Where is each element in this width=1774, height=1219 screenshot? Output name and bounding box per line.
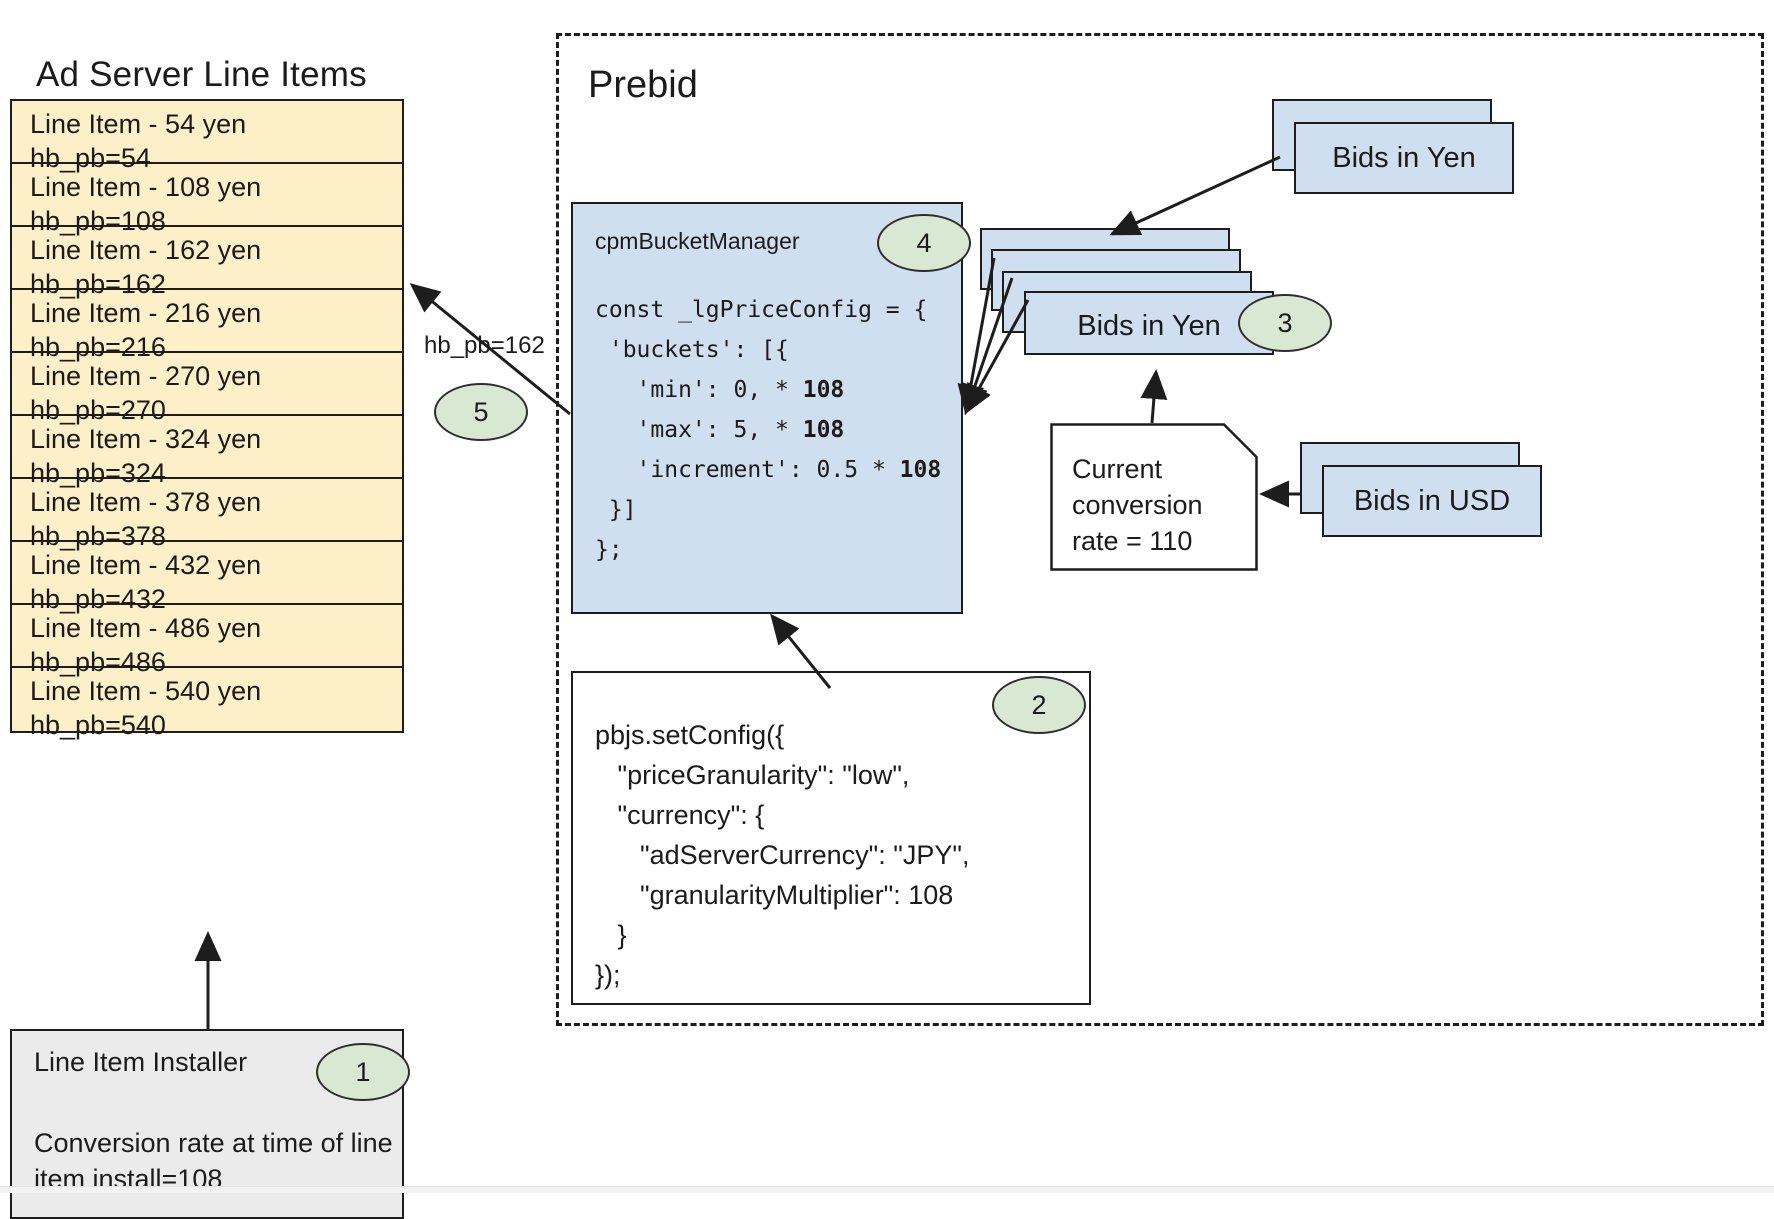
table-row: Line Item - 432 yen hb_pb=432: [12, 542, 402, 614]
step-badge-2: 2: [992, 676, 1086, 734]
table-row: Line Item - 378 yen hb_pb=378: [12, 479, 402, 551]
cpm-bucket-manager-box: cpmBucketManager const _lgPriceConfig = …: [571, 202, 963, 614]
table-row: Line Item - 540 yen hb_pb=540: [12, 668, 402, 740]
code-line: 'buckets': [{: [595, 337, 789, 363]
table-row: Line Item - 324 yen hb_pb=324: [12, 416, 402, 488]
bids-in-yen-stack: Bids in Yen: [980, 228, 1274, 356]
bid-card: [1322, 465, 1542, 537]
line-item-key: hb_pb=270: [30, 395, 166, 425]
set-config-box: pbjs.setConfig({ "priceGranularity": "lo…: [571, 671, 1091, 1005]
line-item-name: Line Item - 540 yen: [30, 676, 262, 706]
step-badge-1: 1: [316, 1043, 410, 1101]
table-row: Line Item - 54 yen hb_pb=54: [12, 101, 402, 173]
page-bottom-edge: [0, 1186, 1774, 1193]
code-line: 'increment': 0.5 *: [595, 457, 900, 483]
line-item-key: hb_pb=54: [30, 143, 151, 173]
bids-in-yen-source-stack: Bids in Yen: [1272, 99, 1522, 195]
installer-title: Line Item Installer: [34, 1047, 248, 1077]
line-item-key: hb_pb=216: [30, 332, 166, 362]
table-row: Line Item - 270 yen hb_pb=270: [12, 353, 402, 425]
set-config-code: pbjs.setConfig({ "priceGranularity": "lo…: [595, 720, 970, 990]
bids-in-usd-label: Bids in USD: [1353, 485, 1511, 517]
line-item-name: Line Item - 378 yen: [30, 487, 262, 517]
cpm-bucket-manager-title: cpmBucketManager: [595, 228, 800, 254]
line-item-name: Line Item - 108 yen: [30, 172, 262, 202]
line-item-name: Line Item - 324 yen: [30, 424, 262, 454]
cpm-bucket-manager-code: const _lgPriceConfig = { 'buckets': [{ '…: [595, 290, 941, 570]
line-item-name: Line Item - 216 yen: [30, 298, 262, 328]
line-item-name: Line Item - 486 yen: [30, 613, 262, 643]
line-item-key: hb_pb=378: [30, 521, 166, 551]
line-item-name: Line Item - 432 yen: [30, 550, 262, 580]
table-row: Line Item - 108 yen hb_pb=108: [12, 164, 402, 236]
line-item-key: hb_pb=324: [30, 458, 166, 488]
line-item-name: Line Item - 270 yen: [30, 361, 262, 391]
conversion-rate-note: Current conversion rate = 110: [1050, 423, 1258, 571]
note-shape-icon: [1050, 423, 1258, 571]
step-badge-3: 3: [1238, 294, 1332, 352]
diagram-canvas: Ad Server Line Items Line Item - 54 yen …: [0, 33, 1774, 1219]
line-item-key: hb_pb=108: [30, 206, 166, 236]
prebid-title: Prebid: [588, 64, 698, 106]
code-emphasis: 108: [802, 417, 845, 443]
step-badge-5: 5: [434, 383, 528, 441]
code-line: }]: [595, 497, 637, 523]
step-badge-4: 4: [877, 214, 971, 272]
table-row: Line Item - 216 yen hb_pb=216: [12, 290, 402, 362]
line-item-key: hb_pb=432: [30, 584, 166, 614]
bids-in-yen-label: Bids in Yen: [1077, 310, 1221, 342]
table-row: Line Item - 486 yen hb_pb=486: [12, 605, 402, 677]
code-line: 'min': 0, *: [595, 377, 803, 403]
edge-label-hb-pb: hb_pb=162: [424, 332, 545, 359]
code-line: };: [595, 537, 623, 563]
code-emphasis: 108: [802, 377, 845, 403]
bid-card: [1024, 291, 1274, 355]
prebid-container: [556, 33, 1764, 1026]
line-item-key: hb_pb=540: [30, 710, 166, 740]
code-emphasis: 108: [899, 457, 942, 483]
bid-card: [1294, 122, 1514, 194]
line-items-table: Line Item - 54 yen hb_pb=54 Line Item - …: [10, 99, 404, 740]
line-item-key: hb_pb=486: [30, 647, 166, 677]
bids-in-usd-stack: Bids in USD: [1300, 442, 1550, 538]
bids-in-yen-source-label: Bids in Yen: [1332, 142, 1476, 174]
table-row: Line Item - 162 yen hb_pb=162: [12, 227, 402, 299]
line-item-key: hb_pb=162: [30, 269, 166, 299]
line-item-name: Line Item - 162 yen: [30, 235, 262, 265]
line-item-name: Line Item - 54 yen: [30, 109, 247, 139]
code-line: 'max': 5, *: [595, 417, 803, 443]
code-line: const _lgPriceConfig = {: [595, 297, 928, 323]
conversion-rate-text: Current conversion rate = 110: [1072, 454, 1203, 556]
page-title: Ad Server Line Items: [36, 55, 367, 94]
